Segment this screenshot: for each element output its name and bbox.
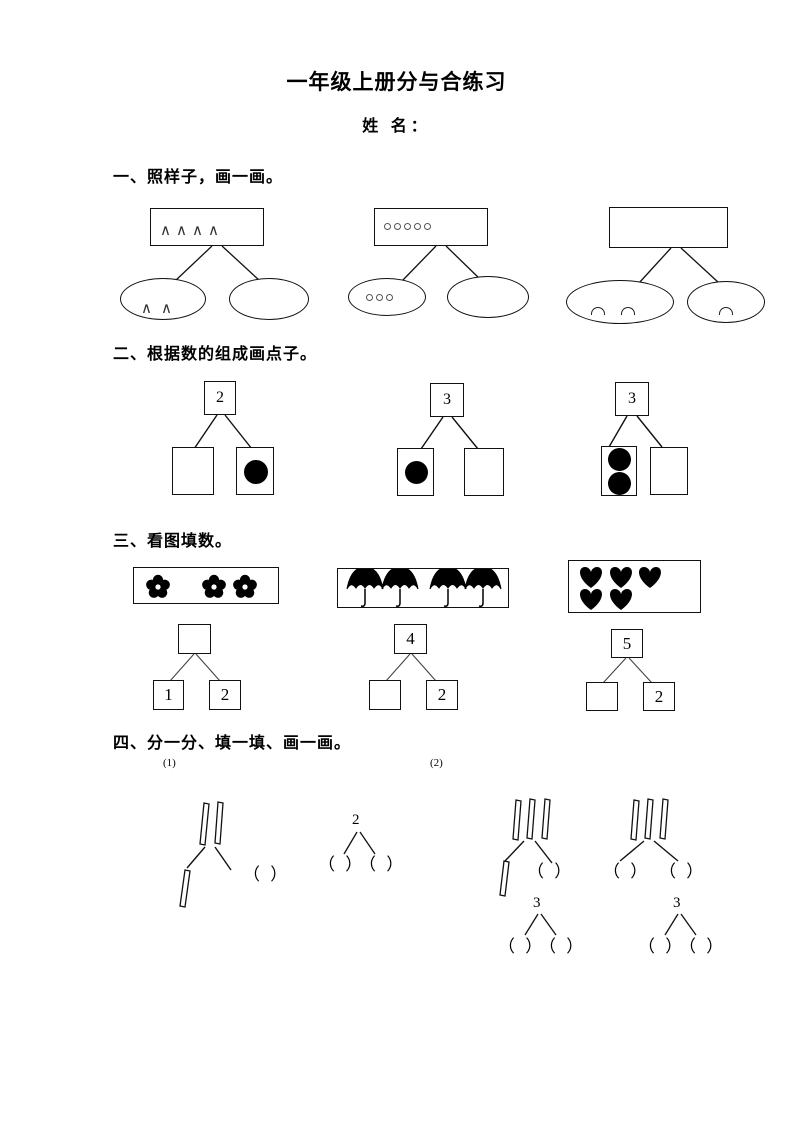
left-dot-box[interactable]	[397, 448, 434, 496]
sub-label-1: (1)	[163, 757, 176, 769]
circle-icon	[366, 294, 373, 301]
circle-icon	[394, 223, 401, 230]
branch-lines	[602, 657, 653, 684]
section-2-heading: 二、根据数的组成画点子。	[113, 346, 318, 363]
student-name-label: 姓 名：	[362, 118, 431, 135]
answer-paren-right[interactable]: （ ）	[659, 862, 707, 881]
child-ellipse-right[interactable]	[687, 281, 765, 323]
answer-paren-right[interactable]: （ ）	[359, 855, 407, 874]
arch-row	[591, 307, 635, 315]
parent-box[interactable]	[374, 208, 488, 246]
branch-lines	[193, 414, 253, 450]
branch-lines	[169, 653, 221, 682]
arch-icon	[591, 307, 605, 315]
dot-icon	[244, 460, 268, 484]
arch-icon	[621, 307, 635, 315]
right-dot-box[interactable]	[650, 447, 688, 495]
left-number-box[interactable]	[586, 682, 618, 711]
dot-icon	[405, 461, 428, 484]
caret-row: ∧ ∧	[141, 301, 172, 316]
section-3-heading: 三、看图填数。	[113, 533, 233, 550]
circle-row	[366, 294, 393, 301]
total-box[interactable]	[178, 624, 211, 654]
circle-icon	[384, 223, 391, 230]
picture-box	[568, 560, 701, 613]
total-box[interactable]: 5	[611, 629, 643, 658]
circle-icon	[376, 294, 383, 301]
child-ellipse-left[interactable]: ∧ ∧	[120, 278, 206, 320]
picture-box	[337, 566, 509, 608]
total-box[interactable]: 4	[394, 624, 427, 654]
top-number-box[interactable]: 3	[615, 382, 649, 416]
heart-group	[580, 567, 661, 610]
answer-paren-left[interactable]: （ ）	[498, 937, 546, 956]
dot-icon	[608, 472, 631, 495]
left-number-box[interactable]: 1	[153, 680, 184, 710]
answer-paren-right[interactable]: （ ）	[679, 937, 727, 956]
section-4-heading: 四、分一分、填一填、画一画。	[113, 735, 352, 752]
right-number-box[interactable]: 2	[643, 682, 675, 711]
branch-lines	[420, 416, 479, 450]
branch-lines	[385, 653, 437, 682]
picture-box	[133, 567, 279, 604]
top-number-box[interactable]: 3	[430, 383, 464, 417]
umbrella-group	[346, 566, 502, 607]
child-ellipse-right[interactable]	[229, 278, 309, 320]
answer-paren[interactable]: （ ）	[527, 862, 575, 881]
right-number-box[interactable]: 2	[426, 680, 458, 710]
parent-box[interactable]	[609, 207, 728, 248]
left-dot-box[interactable]	[172, 447, 214, 495]
caret-icon: ∧	[175, 221, 187, 239]
branch-lines	[174, 245, 261, 282]
branch-lines	[608, 415, 663, 448]
sticks-split-diagram[interactable]	[175, 800, 255, 910]
sub-label-2: (2)	[430, 757, 443, 769]
arch-icon	[719, 307, 733, 315]
page-title: 一年级上册分与合练习	[286, 71, 507, 94]
tree-top-number: 3	[533, 895, 541, 911]
circle-icon	[424, 223, 431, 230]
answer-paren-right[interactable]: （ ）	[539, 937, 587, 956]
right-number-box[interactable]: 2	[209, 680, 241, 710]
left-number-box[interactable]	[369, 680, 401, 710]
top-number-box[interactable]: 2	[204, 381, 236, 415]
caret-row: ∧ ∧ ∧ ∧	[160, 223, 219, 238]
answer-paren-left[interactable]: （ ）	[318, 855, 366, 874]
circle-icon	[414, 223, 421, 230]
circle-icon	[404, 223, 411, 230]
child-ellipse-right[interactable]	[447, 276, 529, 318]
arch-row	[719, 307, 733, 315]
right-dot-box[interactable]	[236, 447, 274, 495]
flower-group	[146, 574, 257, 598]
left-dot-box[interactable]	[601, 446, 637, 496]
circle-icon	[386, 294, 393, 301]
parent-box[interactable]: ∧ ∧ ∧ ∧	[150, 208, 264, 246]
sticks-split-diagram[interactable]	[497, 795, 587, 900]
caret-icon: ∧	[160, 299, 172, 317]
child-ellipse-left[interactable]	[566, 280, 674, 324]
caret-icon: ∧	[191, 221, 203, 239]
tree-top-number: 3	[673, 895, 681, 911]
dot-icon	[608, 448, 631, 471]
answer-paren-left[interactable]: （ ）	[603, 862, 651, 881]
branch-lines	[638, 247, 720, 284]
circle-row	[384, 223, 431, 230]
answer-paren[interactable]: （ ）	[243, 865, 291, 884]
tree-top-number: 2	[352, 812, 360, 828]
right-dot-box[interactable]	[464, 448, 504, 496]
caret-icon: ∧	[141, 299, 152, 317]
caret-icon: ∧	[207, 221, 219, 239]
answer-paren-left[interactable]: （ ）	[638, 937, 686, 956]
section-1-heading: 一、照样子，画一画。	[113, 169, 284, 186]
caret-icon: ∧	[160, 221, 171, 239]
child-ellipse-left[interactable]	[348, 278, 426, 316]
